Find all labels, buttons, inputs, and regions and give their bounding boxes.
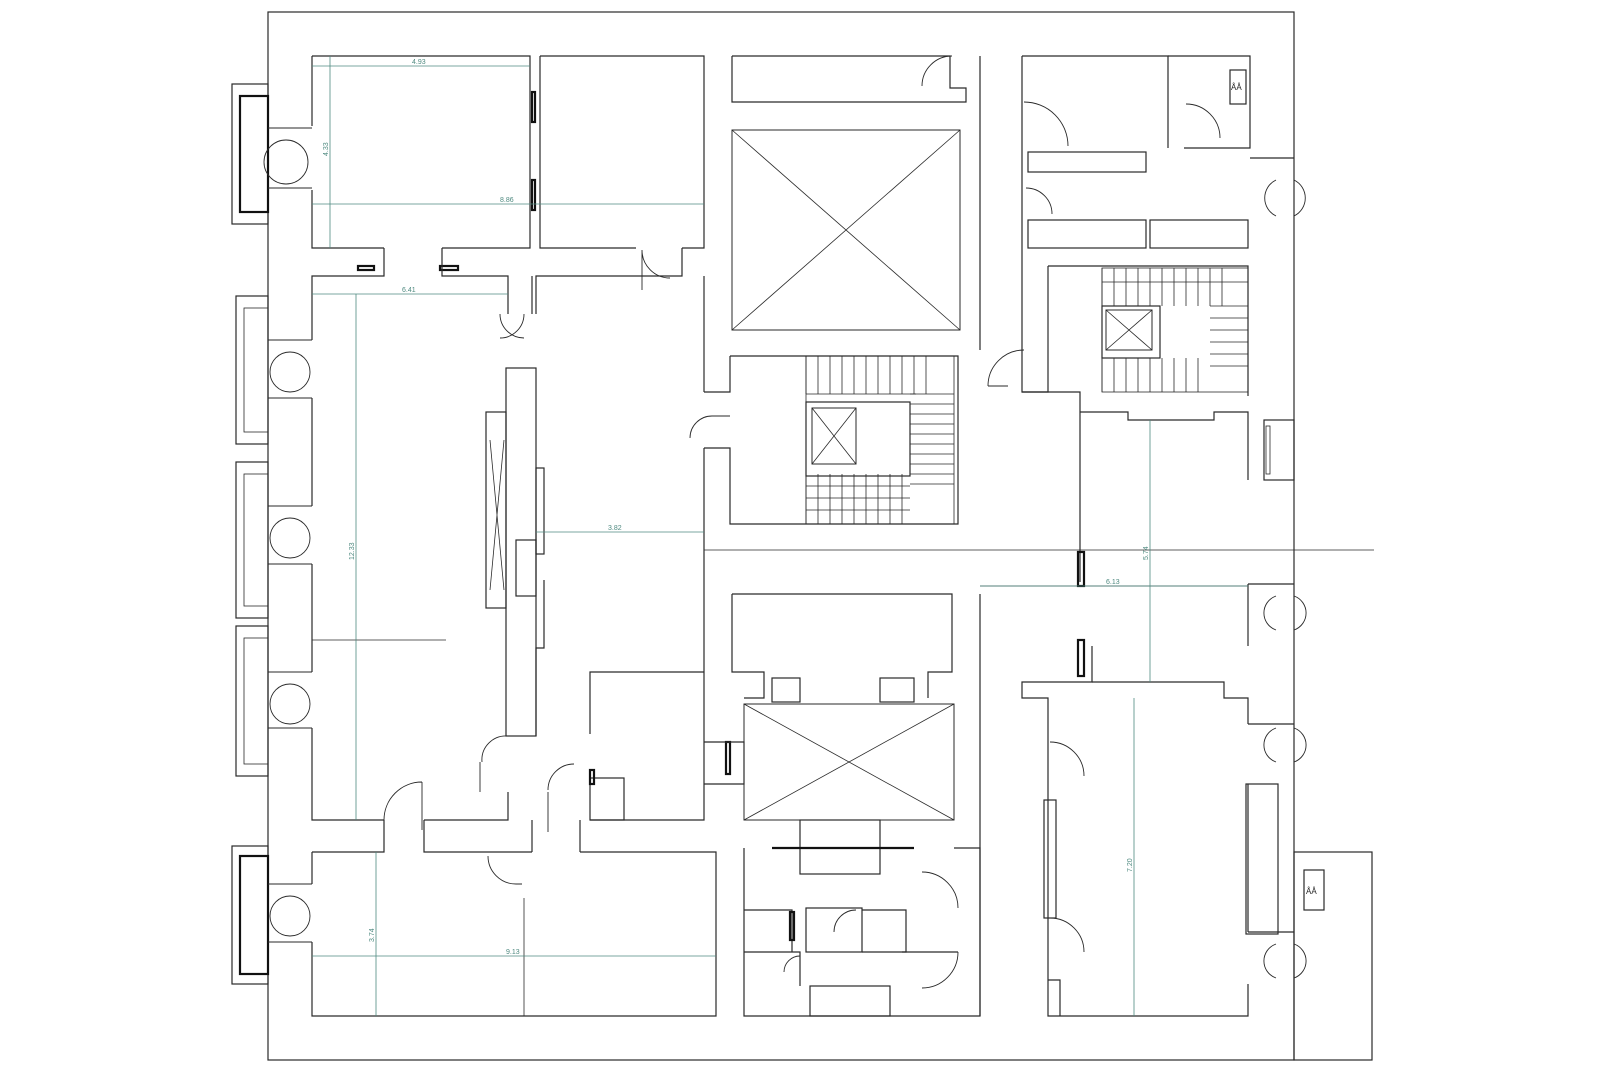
room-lower-left xyxy=(311,820,717,1017)
room-upper-left xyxy=(311,55,705,340)
dimension-lines xyxy=(312,56,1248,1016)
left-window-bays xyxy=(231,83,270,985)
right-stair-core xyxy=(987,265,1249,396)
dim-label-width-main-room: 6.41 xyxy=(402,287,416,294)
dim-label-depth-top-room: 4.33 xyxy=(323,142,330,156)
outer-walls xyxy=(267,11,1373,1061)
central-stair-core xyxy=(689,355,959,525)
dim-label-width-inner-room: 3.82 xyxy=(608,525,622,532)
left-window-swings xyxy=(263,127,312,943)
dim-label-depth-right-room: 5.74 xyxy=(1143,546,1150,560)
dimension-labels: 4.93 4.33 8.86 6.41 12.33 3.82 5.74 6.13… xyxy=(323,59,1150,956)
rooms-upper-right: ÅÅ xyxy=(1022,55,1306,249)
room-right-lower: ÅÅ xyxy=(1043,723,1325,1017)
right-corridor xyxy=(979,56,1086,1016)
stair-flights xyxy=(805,355,955,525)
central-hall xyxy=(704,549,1374,785)
dim-label-width-lower-left: 9.13 xyxy=(506,949,520,956)
wc-cluster xyxy=(743,847,981,1017)
dim-label-width-right-room: 6.13 xyxy=(1106,579,1120,586)
dim-label-length-right-lower: 7.20 xyxy=(1127,858,1134,872)
room-left-large xyxy=(311,248,705,832)
dim-label-width-top-suite: 8.86 xyxy=(500,197,514,204)
light-well-upper xyxy=(731,55,967,331)
dim-label-length-main-room: 12.33 xyxy=(349,542,356,560)
dim-label-depth-lower-left: 3.74 xyxy=(369,928,376,942)
light-well-lower xyxy=(743,703,955,875)
room-right-middle xyxy=(980,411,1307,740)
toilet-tag-lower: ÅÅ xyxy=(1306,887,1317,896)
toilet-tag-upper: ÅÅ xyxy=(1231,83,1242,92)
dim-label-width-top-room: 4.93 xyxy=(412,59,426,66)
